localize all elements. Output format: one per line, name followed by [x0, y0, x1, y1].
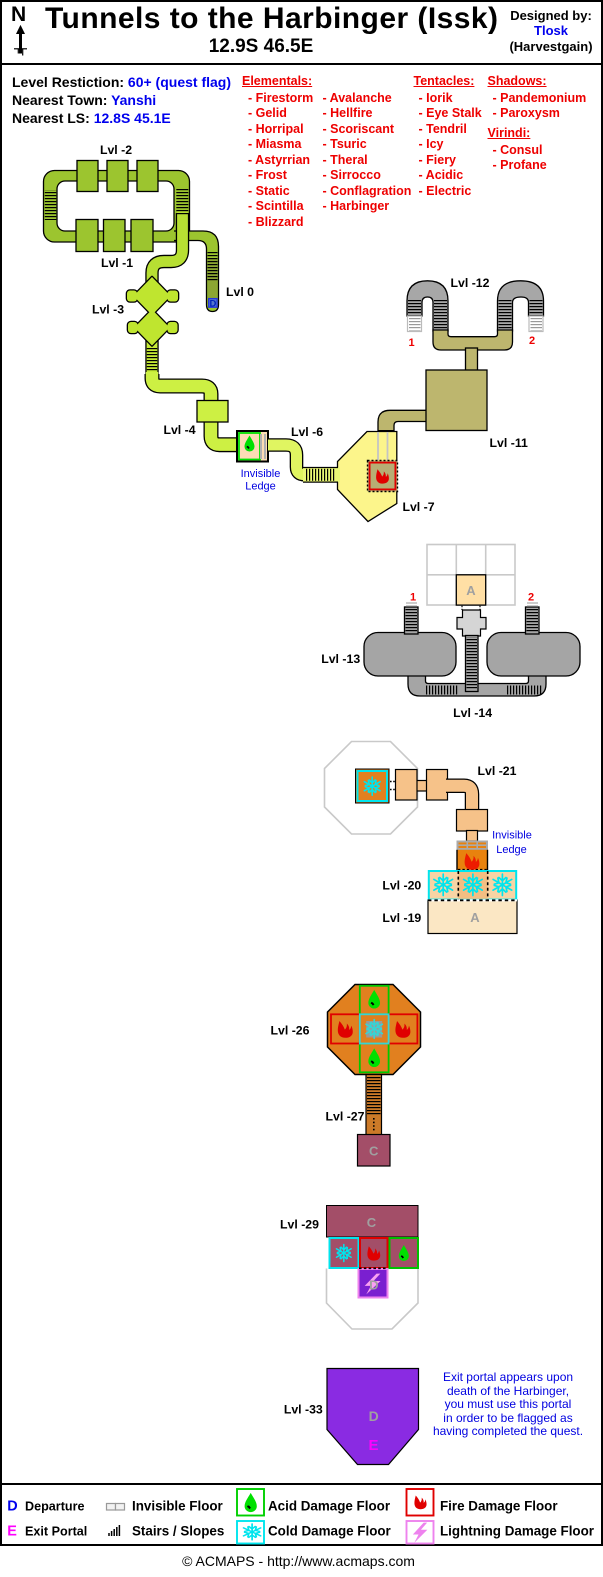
svg-text:Lvl -2: Lvl -2 — [100, 143, 132, 157]
svg-text:D: D — [209, 298, 216, 309]
svg-text:Cold Damage Floor: Cold Damage Floor — [268, 1524, 392, 1539]
svg-text:Lvl -21: Lvl -21 — [478, 764, 517, 778]
svg-text:2: 2 — [528, 592, 534, 604]
svg-text:D: D — [369, 1278, 378, 1293]
svg-text:Lvl -11: Lvl -11 — [490, 436, 528, 450]
svg-text:Lvl -14: Lvl -14 — [453, 706, 492, 720]
svg-text:E: E — [368, 1437, 378, 1454]
svg-text:Acid Damage Floor: Acid Damage Floor — [268, 1499, 391, 1514]
svg-text:Lvl -3: Lvl -3 — [92, 303, 124, 317]
svg-text:A: A — [470, 910, 480, 925]
svg-text:Fire Damage Floor: Fire Damage Floor — [440, 1499, 558, 1514]
svg-text:Invisible Floor: Invisible Floor — [132, 1499, 224, 1514]
svg-text:Stairs / Slopes: Stairs / Slopes — [132, 1524, 224, 1539]
svg-text:Lvl -4: Lvl -4 — [163, 423, 195, 437]
svg-text:Lvl -1: Lvl -1 — [101, 256, 133, 270]
svg-text:C: C — [367, 1215, 377, 1230]
svg-text:E: E — [7, 1524, 17, 1540]
svg-text:Lvl -27: Lvl -27 — [326, 1110, 365, 1124]
svg-text:Lvl -26: Lvl -26 — [271, 1024, 310, 1038]
svg-text:2: 2 — [529, 335, 535, 347]
svg-text:1: 1 — [410, 592, 416, 604]
svg-text:Lvl -13: Lvl -13 — [321, 652, 360, 666]
svg-text:D: D — [7, 1498, 17, 1514]
svg-text:Ledge: Ledge — [496, 844, 527, 856]
svg-text:C: C — [369, 1144, 379, 1159]
svg-text:Lvl -29: Lvl -29 — [280, 1218, 319, 1232]
svg-text:Exit Portal: Exit Portal — [25, 1525, 87, 1539]
svg-text:1: 1 — [408, 337, 414, 349]
svg-text:Ledge: Ledge — [245, 481, 276, 493]
svg-text:Lvl 0: Lvl 0 — [226, 285, 254, 299]
svg-text:Invisible: Invisible — [241, 468, 281, 480]
svg-text:Departure: Departure — [25, 1500, 85, 1514]
svg-text:Lvl -20: Lvl -20 — [382, 879, 421, 893]
svg-text:Lvl -12: Lvl -12 — [451, 276, 490, 290]
svg-text:Lvl -7: Lvl -7 — [402, 500, 434, 514]
svg-text:A: A — [466, 583, 476, 598]
svg-text:Lightning Damage Floor: Lightning Damage Floor — [440, 1524, 595, 1539]
svg-text:Lvl -33: Lvl -33 — [284, 1403, 323, 1417]
svg-text:Lvl -19: Lvl -19 — [382, 911, 421, 925]
svg-text:Invisible: Invisible — [492, 830, 532, 842]
svg-text:Lvl -6: Lvl -6 — [291, 425, 323, 439]
svg-text:D: D — [369, 1408, 379, 1424]
